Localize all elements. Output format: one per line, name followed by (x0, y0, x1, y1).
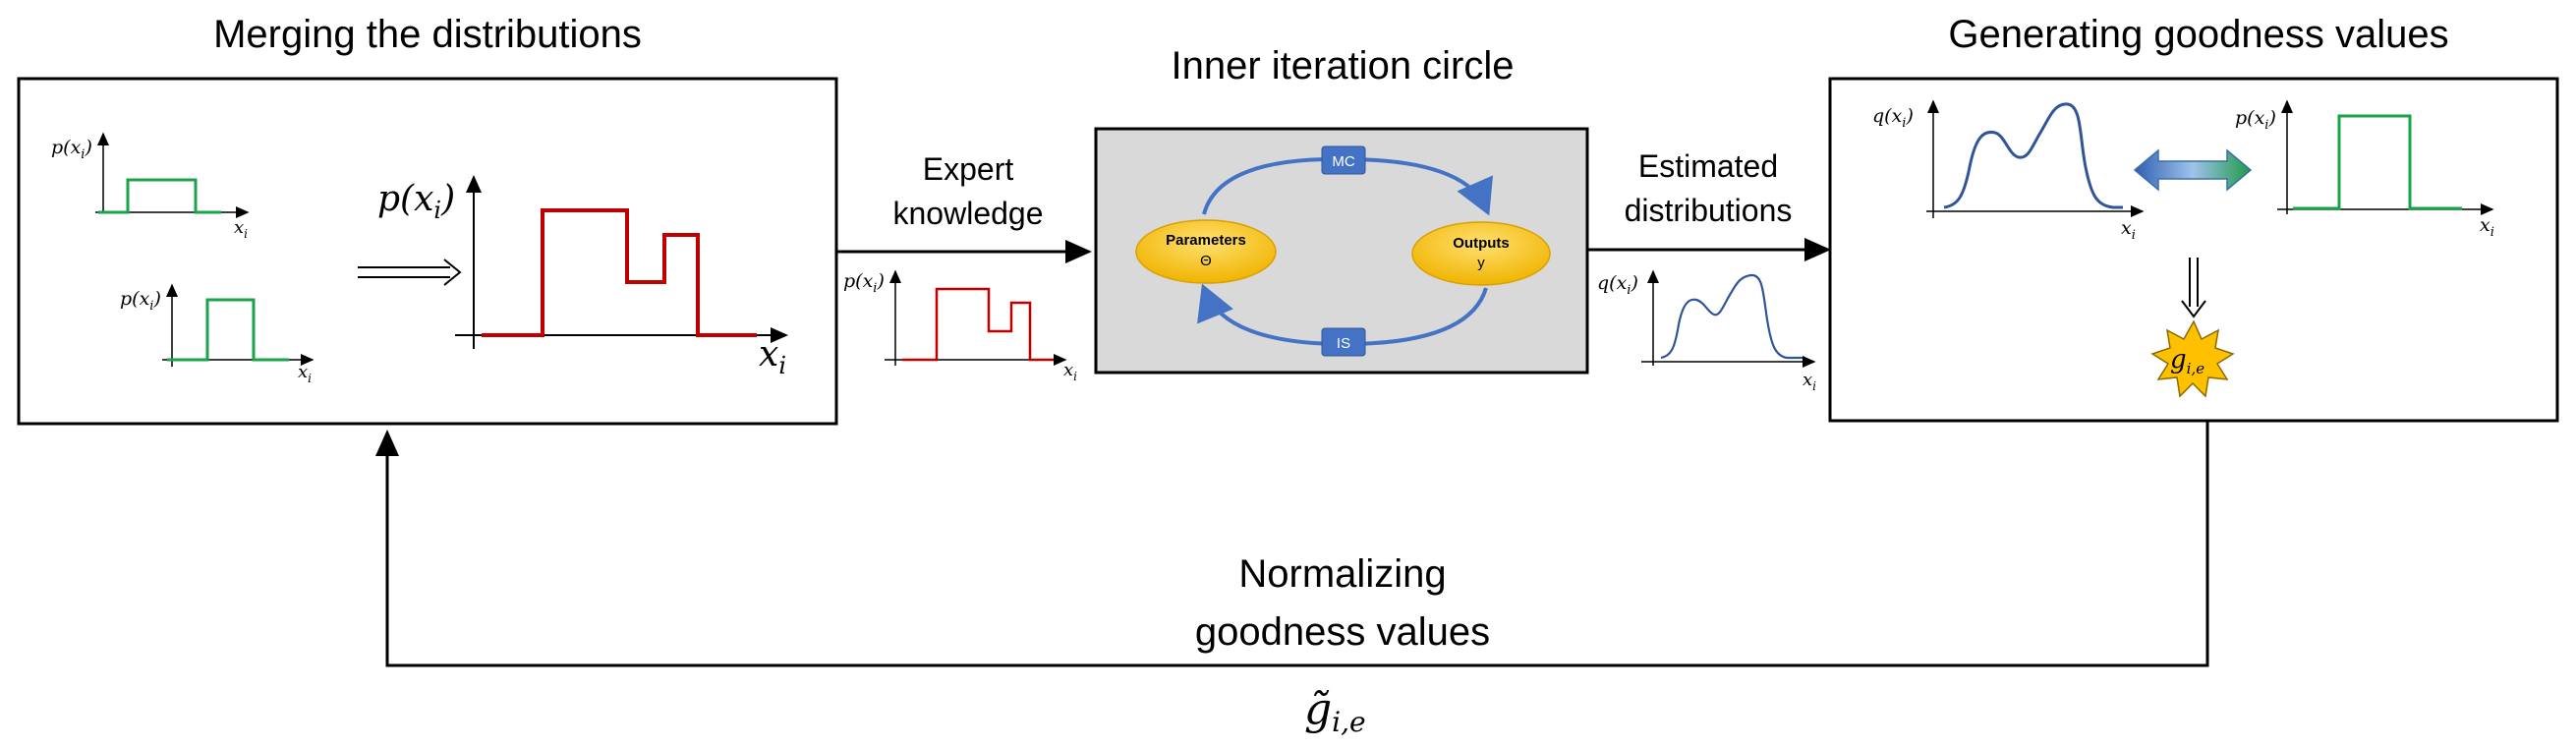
p-plot-xlabel: xi (2480, 214, 2494, 240)
q-distribution-plot: q(xi) xi (1872, 99, 2145, 243)
normalizing-feedback-edge: Normalizing goodness values g̃i,e (375, 421, 2209, 738)
prior-1-curve (98, 178, 221, 214)
parameters-node: Parameters Θ (1135, 219, 1277, 284)
prior-2-ylabel: p(xi) (120, 288, 161, 314)
goodness-star-icon: gi,e (2150, 319, 2235, 398)
normalizing-label-2: goodness values (1195, 610, 1490, 654)
down-double-arrow-icon (2181, 258, 2206, 318)
expert-thumbnail-curve (902, 287, 1054, 362)
prior-2-xlabel: xi (298, 362, 312, 385)
p-distribution-plot: p(xi) xi (2235, 99, 2494, 240)
goodness-star-label: gi,e (2170, 345, 2204, 377)
expert-thumb-xlabel: xi (1063, 360, 1077, 383)
compare-double-arrow-icon (2133, 148, 2253, 192)
estimated-distributions-edge: Estimated distributions q(xi) xi (1588, 148, 1831, 393)
q-distribution-curve (1943, 102, 2123, 209)
p-distribution-curve (2293, 114, 2462, 210)
outputs-node: Outputs y (1411, 221, 1551, 286)
estimated-thumb-xlabel: xi (1803, 370, 1816, 393)
expert-label-2: knowledge (893, 196, 1044, 231)
prior-1-ylabel: p(xi) (51, 137, 92, 162)
merged-ylabel: p(xi) (377, 179, 455, 224)
svg-text:MC: MC (1332, 153, 1354, 170)
generate-panel: q(xi) xi p(xi) xi gi,e (1828, 77, 2559, 423)
outputs-node-title: Outputs (1453, 235, 1510, 252)
expert-label-1: Expert (923, 151, 1014, 187)
expert-knowledge-edge: Expert knowledge p(xi) xi (837, 151, 1092, 383)
prior-1-xlabel: xi (234, 217, 248, 241)
prior-2-curve (167, 298, 289, 362)
estimated-thumbnail-plot: q(xi) xi (1597, 269, 1816, 393)
p-plot-ylabel: p(xi) (2235, 107, 2276, 133)
q-plot-xlabel: xi (2121, 217, 2136, 243)
merged-xlabel: xi (759, 334, 786, 379)
parameters-node-symbol: Θ (1200, 253, 1212, 269)
merge-title: Merging the distributions (213, 13, 642, 56)
svg-text:IS: IS (1337, 335, 1350, 352)
inner-cycle-panel: MC IS Parameters Θ Outputs y (1094, 127, 1589, 374)
generate-title: Generating goodness values (1948, 13, 2448, 56)
merged-curve (482, 208, 757, 337)
merged-plot: p(xi) xi (377, 175, 788, 379)
expert-thumbnail-plot: p(xi) xi (843, 269, 1077, 383)
outputs-node-symbol: y (1477, 255, 1485, 271)
estimated-thumbnail-curve (1660, 273, 1803, 360)
estimated-thumb-ylabel: q(xi) (1597, 272, 1638, 298)
estimated-label-2: distributions (1625, 193, 1793, 228)
prior-plot-2: p(xi) xi (120, 283, 315, 385)
normalized-goodness-symbol: g̃i,e (1304, 684, 1366, 738)
normalizing-label-1: Normalizing (1238, 552, 1446, 596)
estimated-label-1: Estimated (1638, 148, 1778, 184)
merge-panel: p(xi) xi p(xi) xi p(xi) xi (17, 77, 838, 426)
is-badge: IS (1321, 327, 1366, 357)
inner-title: Inner iteration circle (1171, 44, 1514, 87)
q-plot-ylabel: q(xi) (1872, 105, 1914, 131)
prior-plot-1: p(xi) xi (51, 132, 250, 241)
mc-badge: MC (1321, 145, 1366, 175)
merge-arrow-icon (358, 259, 462, 286)
expert-thumb-ylabel: p(xi) (843, 270, 885, 296)
parameters-node-title: Parameters (1166, 232, 1246, 249)
